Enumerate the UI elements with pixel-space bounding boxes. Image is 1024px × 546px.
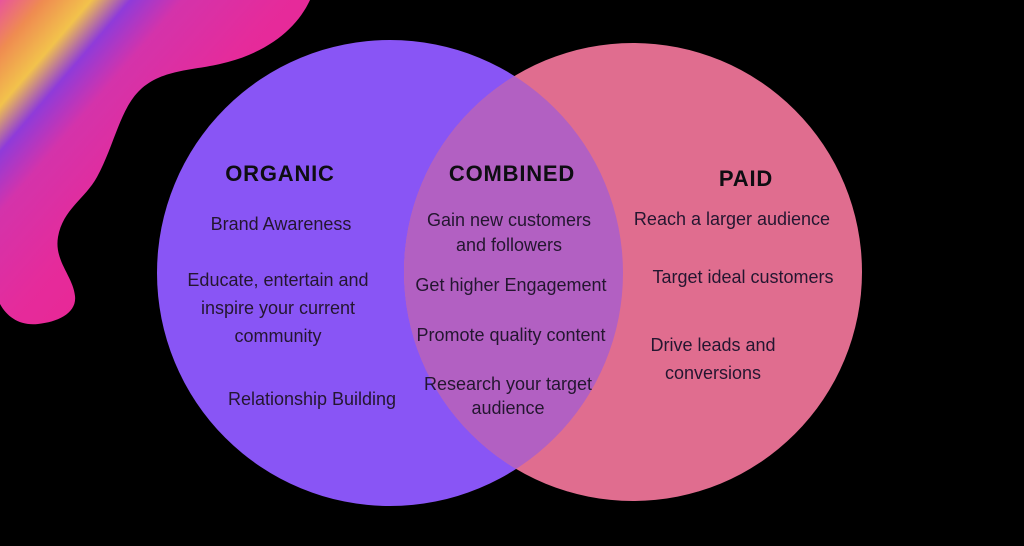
paid-item-target-customers: Target ideal customers: [652, 267, 834, 287]
combined-item-gain-customers: Gain new customers and followers: [426, 210, 592, 255]
paid-title: PAID: [718, 166, 774, 191]
paid-item-drive-leads: Drive leads and conversions: [650, 335, 776, 383]
organic-title: ORGANIC: [225, 161, 335, 186]
gradient-blob: [0, 0, 310, 325]
combined-overlap-lens: [404, 43, 623, 501]
combined-item-research-audience: Research your target audience: [423, 374, 593, 418]
combined-item-engagement: Get higher Engagement: [415, 275, 607, 295]
organic-item-brand-awareness: Brand Awareness: [210, 214, 352, 234]
paid-item-reach-audience: Reach a larger audience: [633, 209, 831, 229]
organic-item-educate: Educate, entertain and inspire your curr…: [187, 270, 369, 346]
combined-title: COMBINED: [448, 161, 576, 186]
organic-item-relationship-building: Relationship Building: [227, 389, 397, 409]
combined-item-promote-content: Promote quality content: [416, 325, 606, 345]
gradient-blob-shape: [0, 0, 310, 325]
